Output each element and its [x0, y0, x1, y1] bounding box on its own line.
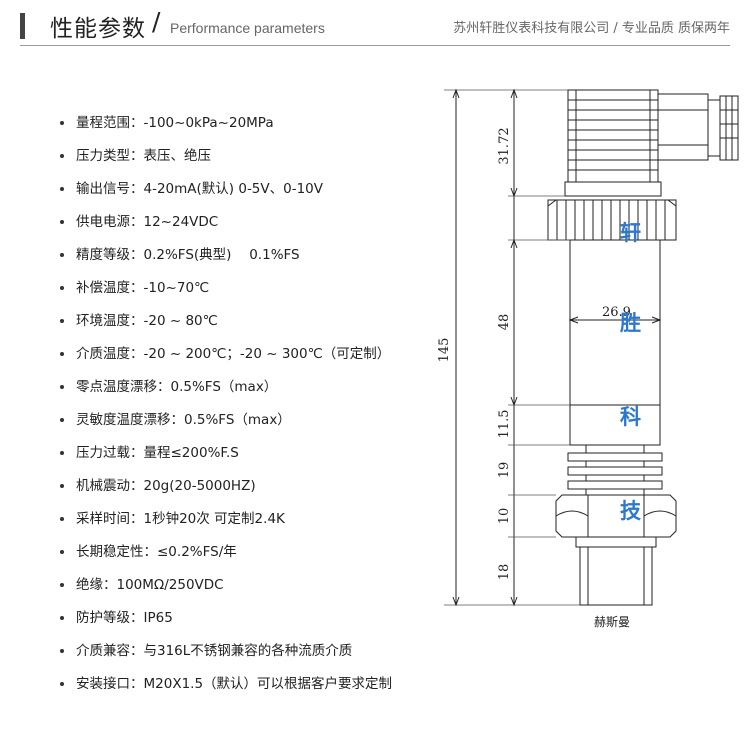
dim-top-label: 31.72	[497, 127, 512, 164]
dimension-segments	[508, 88, 570, 607]
title-separator: /	[152, 7, 161, 36]
spec-item-medium-temp: 介质温度：-20 ~ 200℃；-20 ~ 300℃（可定制）	[60, 339, 392, 372]
spec-item-accuracy: 精度等级：0.2%FS(典型) 0.1%FS	[60, 240, 392, 273]
section-header: 性能参数 / Performance parameters 苏州轩胜仪表科技有限…	[0, 0, 750, 50]
dimension-diameter	[568, 316, 662, 324]
company-slogan: 苏州轩胜仪表科技有限公司 / 专业品质 质保两年	[453, 21, 730, 36]
watermark-char-2: 胜	[620, 310, 641, 335]
sensor-body	[569, 239, 661, 446]
spec-item-sensitivity-drift: 灵敏度温度漂移：0.5%FS（max）	[60, 405, 392, 438]
spec-list: 量程范围：-100~0kPa~20MPa 压力类型：表压、绝压 输出信号：4-2…	[60, 108, 392, 702]
header-accent-bar	[20, 13, 25, 39]
spec-item-sampling: 采样时间：1秒钟20次 可定制2.4K	[60, 504, 392, 537]
connector-head	[564, 89, 739, 197]
spec-item-output-signal: 输出信号：4-20mA(默认) 0-5V、0-10V	[60, 174, 392, 207]
dim-total-label: 145	[437, 338, 452, 363]
spec-item-power-supply: 供电电源：12~24VDC	[60, 207, 392, 240]
dim-thread-label: 18	[497, 564, 512, 581]
spec-item-ambient-temp: 环境温度：-20 ~ 80℃	[60, 306, 392, 339]
threaded-port	[579, 546, 653, 606]
dimension-overall	[444, 88, 580, 607]
spec-item-zero-drift: 零点温度漂移：0.5%FS（max）	[60, 372, 392, 405]
section-subtitle: Performance parameters	[170, 20, 325, 36]
cooling-fins	[567, 444, 663, 496]
spec-item-insulation: 绝缘：100MΩ/250VDC	[60, 570, 392, 603]
dim-hex-label: 10	[497, 508, 512, 525]
spec-item-protection: 防护等级：IP65	[60, 603, 392, 636]
spec-item-stability: 长期稳定性：≤0.2%FS/年	[60, 537, 392, 570]
dim-diameter-label: 26.9	[602, 305, 631, 320]
dim-body-label: 48	[497, 314, 512, 331]
drawing-caption: 赫斯曼	[594, 615, 630, 629]
hex-nut	[555, 494, 677, 548]
watermark-char-4: 技	[620, 498, 642, 523]
knurled-nut	[547, 199, 677, 241]
spec-item-vibration: 机械震动：20g(20-5000HZ)	[60, 471, 392, 504]
spec-item-compensation-temp: 补偿温度：-10~70℃	[60, 273, 392, 306]
spec-item-interface: 安装接口：M20X1.5（默认）可以根据客户要求定制	[60, 669, 392, 702]
spec-item-range: 量程范围：-100~0kPa~20MPa	[60, 108, 392, 141]
spec-item-overload: 压力过载：量程≤200%F.S	[60, 438, 392, 471]
spec-item-compatibility: 介质兼容：与316L不锈钢兼容的各种流质介质	[60, 636, 392, 669]
watermark-char-1: 轩	[620, 220, 641, 245]
dim-neck-label: 11.5	[497, 410, 512, 439]
watermark-char-3: 科	[620, 404, 641, 429]
spec-item-pressure-type: 压力类型：表压、绝压	[60, 141, 392, 174]
header-divider	[20, 45, 730, 46]
dim-fins-label: 19	[497, 462, 512, 479]
section-title: 性能参数	[50, 16, 146, 42]
